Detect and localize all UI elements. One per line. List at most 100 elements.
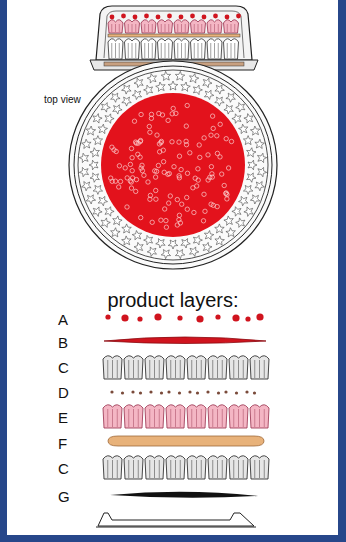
cup-pleat	[180, 360, 181, 378]
cup	[158, 20, 173, 33]
crumb	[160, 391, 163, 394]
cream-star	[111, 93, 121, 102]
cream-star	[90, 148, 99, 157]
cup-pleat	[227, 43, 228, 58]
cream-star	[224, 105, 233, 114]
cup-pleat	[175, 360, 176, 378]
cream-star	[203, 78, 212, 87]
berry	[177, 315, 182, 320]
cream-star	[86, 195, 95, 204]
berry	[179, 15, 184, 20]
cup	[166, 356, 185, 379]
cup-pleat	[201, 409, 202, 427]
cream-star	[204, 231, 213, 240]
cream-star	[247, 173, 256, 182]
cup-pleat	[180, 409, 181, 427]
cup	[229, 456, 248, 479]
cup-pleat	[222, 360, 223, 378]
berry-ring	[211, 126, 215, 130]
cup	[187, 356, 206, 379]
crumb	[131, 390, 134, 393]
berry-ring	[154, 188, 158, 192]
berry-ring	[210, 172, 214, 176]
berry-ring	[133, 140, 137, 144]
berry-ring	[202, 192, 206, 196]
berry-ring	[215, 134, 219, 138]
cup-pleat	[243, 460, 244, 478]
cup	[229, 356, 248, 379]
cream-star	[226, 228, 236, 237]
berry-ring	[140, 163, 144, 167]
crumb	[188, 390, 191, 393]
berry-ring	[154, 197, 158, 201]
cup-pleat	[214, 24, 215, 32]
cream-star	[161, 71, 170, 80]
berry-ring	[109, 176, 113, 180]
crumb	[178, 391, 181, 394]
cup	[207, 20, 222, 33]
cup-pleat	[170, 360, 171, 378]
berry-ring	[179, 167, 183, 171]
cup-pleat	[138, 460, 139, 478]
berry-ring	[166, 118, 170, 122]
berry-ring	[215, 204, 219, 208]
berry-ring	[203, 209, 207, 213]
cup-pleat	[210, 43, 211, 58]
berry-ring	[139, 112, 143, 116]
layer-letter: G	[58, 489, 70, 504]
berry-ring	[117, 164, 121, 168]
cup-pleat	[198, 24, 199, 32]
cup-pleat	[180, 460, 181, 478]
cream-star	[244, 114, 253, 124]
berry-ring	[196, 178, 200, 182]
cup	[141, 39, 156, 59]
berry-ring	[168, 194, 172, 198]
berry-ring	[110, 145, 114, 149]
cup-pleat	[107, 360, 108, 378]
cup-pleat	[217, 409, 218, 427]
cup-pleat	[132, 24, 133, 32]
cream-star	[181, 239, 190, 248]
berry-ring	[170, 140, 174, 144]
cup-pleat	[132, 43, 133, 58]
cup	[174, 39, 189, 59]
cup-pleat	[238, 360, 239, 378]
cream-star	[215, 97, 225, 106]
berry-ring	[123, 166, 127, 170]
view-label: top view	[44, 95, 81, 105]
cup-pleat	[154, 460, 155, 478]
berry-ring	[162, 170, 166, 174]
cup	[108, 20, 123, 33]
cup-pleat	[168, 24, 169, 32]
berry-ring	[180, 202, 184, 206]
cup-pleat	[133, 460, 134, 478]
cup-pleat	[148, 43, 149, 58]
berry-ring	[209, 202, 213, 206]
cup-pleat	[149, 460, 150, 478]
berry-ring	[129, 146, 133, 150]
crumb	[121, 391, 124, 394]
berry	[110, 15, 115, 20]
layer-letter: D	[58, 385, 69, 400]
berry-ring	[185, 171, 189, 175]
cup	[145, 356, 164, 379]
berry	[256, 313, 263, 320]
cream-star	[113, 105, 122, 114]
cup	[158, 39, 173, 59]
cream-star	[122, 97, 132, 106]
berry-ring	[202, 136, 206, 140]
cup	[166, 405, 185, 428]
crumb	[224, 390, 227, 393]
cup	[174, 20, 189, 33]
cup-pleat	[233, 360, 234, 378]
berry-ring	[142, 173, 146, 177]
cream-star	[79, 153, 88, 162]
cream-star	[181, 82, 190, 91]
berry-ring	[218, 122, 222, 126]
cream-star	[232, 207, 241, 217]
berry-ring	[201, 219, 205, 223]
cup	[103, 456, 122, 479]
cream-star	[190, 247, 199, 257]
cup-pleat	[201, 360, 202, 378]
crumb	[245, 390, 248, 393]
